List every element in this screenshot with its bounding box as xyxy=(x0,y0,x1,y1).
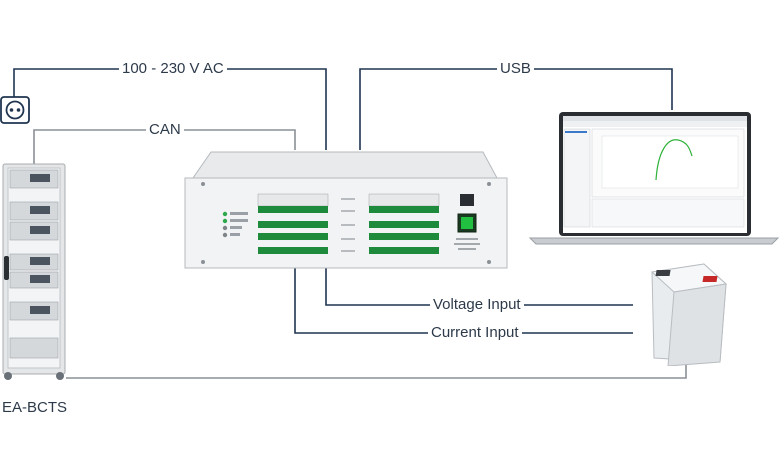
current-input-label: Current Input xyxy=(428,324,522,342)
cell-ground-wire xyxy=(66,360,687,379)
rack-name-label: EA-BCTS xyxy=(0,399,71,417)
can-label: CAN xyxy=(146,121,184,139)
voltage-input-label: Voltage Input xyxy=(430,296,524,314)
impedance-meter-device xyxy=(184,151,508,269)
usb-label: USB xyxy=(497,60,534,78)
laptop-software xyxy=(528,112,780,245)
ea-bcts-rack xyxy=(2,163,66,380)
power-socket-icon xyxy=(0,96,30,124)
mains-label: 100 - 230 V AC xyxy=(119,60,227,78)
voltage-input-wire xyxy=(325,268,633,306)
battery-cell xyxy=(650,263,728,366)
